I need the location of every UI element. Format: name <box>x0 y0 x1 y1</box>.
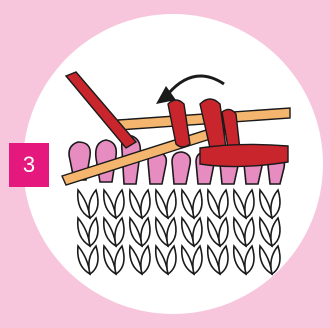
yarn-strand-icon <box>64 71 289 168</box>
knit-stitches-icon <box>76 188 281 275</box>
curved-arrow-icon <box>156 74 225 104</box>
step-number-badge: 3 <box>9 143 49 187</box>
